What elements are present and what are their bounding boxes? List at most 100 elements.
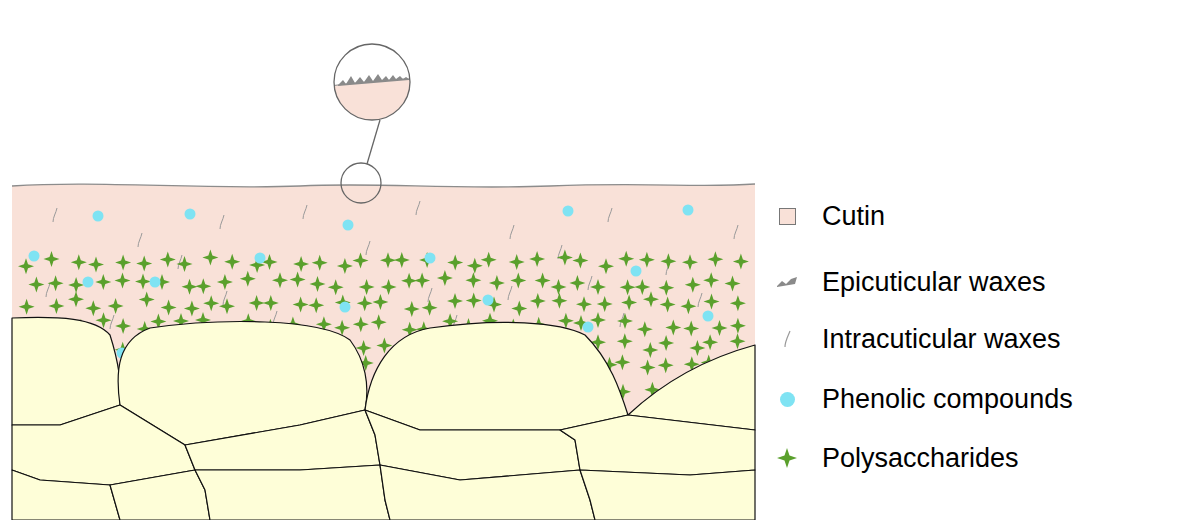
polysaccharide-star	[639, 252, 655, 268]
polysaccharide-star	[372, 294, 388, 310]
polysaccharide-star	[380, 252, 396, 268]
polysaccharide-star	[293, 297, 309, 313]
polysaccharide-star	[371, 314, 387, 330]
polysaccharide-star	[115, 273, 131, 289]
magnifier-leader	[367, 120, 380, 164]
polysaccharide-star	[135, 274, 151, 290]
polysaccharide-star	[28, 276, 44, 292]
polysaccharide-star	[240, 271, 256, 287]
polysaccharide-symbol	[777, 448, 797, 468]
polysaccharide-star	[637, 321, 653, 337]
phenolic-dot	[425, 253, 436, 264]
color-dot	[780, 392, 795, 407]
polysaccharide-star	[702, 334, 718, 350]
polysaccharide-star	[19, 299, 35, 315]
polysaccharide-star	[509, 254, 525, 270]
phenolic-dot	[29, 251, 40, 262]
phenolic-dot	[93, 211, 104, 222]
phenolic-compounds	[29, 205, 714, 359]
intracuticular-waxes	[46, 201, 738, 329]
polysaccharide-star	[683, 321, 699, 337]
intracuticular-wax	[220, 215, 224, 229]
polysaccharide-star	[680, 298, 696, 314]
cell	[185, 410, 380, 470]
polysaccharide-star	[161, 300, 177, 316]
polysaccharide-star	[219, 298, 235, 314]
polysaccharide-star	[337, 258, 353, 274]
intracuticular-wax	[110, 315, 114, 329]
polysaccharide-star	[530, 293, 546, 309]
polysaccharide-star	[621, 295, 637, 311]
phenolic-dot	[583, 322, 594, 333]
polysaccharide-star	[447, 293, 463, 309]
polysaccharide-star	[44, 251, 60, 267]
polysaccharide-star	[643, 291, 659, 307]
epicuticular-wax-crystals	[338, 74, 409, 86]
intracuticular-wax	[698, 293, 702, 307]
polysaccharide-star	[465, 272, 481, 288]
polysaccharide-star	[551, 293, 567, 309]
polysaccharide-star	[224, 254, 240, 270]
polysaccharide-star	[184, 301, 200, 317]
polysaccharide-star	[597, 296, 613, 312]
polysaccharide-star	[634, 279, 650, 295]
polysaccharide-star	[203, 295, 219, 311]
legend-label: Epicuticular waxes	[822, 266, 1046, 298]
polysaccharide-star	[353, 252, 369, 268]
polysaccharide-star	[68, 291, 84, 307]
polysaccharide-star	[357, 295, 373, 311]
polysaccharide-star	[115, 318, 131, 334]
legend-sample	[770, 267, 804, 297]
legend-item: Intracuticular waxes	[770, 323, 1061, 355]
intracuticular-wax	[508, 286, 512, 300]
polysaccharide-star	[665, 320, 681, 336]
polysaccharide-star	[359, 279, 375, 295]
intracuticular-wax	[138, 233, 142, 247]
cell	[110, 470, 210, 520]
polysaccharide-star	[401, 273, 417, 289]
phenolic-dot	[150, 277, 161, 288]
phenolic-dot	[631, 266, 642, 277]
phenolic-dot	[563, 206, 574, 217]
legend-sample	[770, 324, 804, 354]
polysaccharide-star	[48, 298, 64, 314]
polysaccharide-star	[730, 333, 746, 349]
polysaccharide-star	[293, 256, 309, 272]
polysaccharide-star	[557, 250, 573, 266]
polysaccharide-star	[419, 252, 435, 268]
polysaccharide-star	[703, 272, 719, 288]
polysaccharide-star	[85, 300, 101, 316]
polysaccharide-star	[447, 255, 463, 271]
color-swatch	[779, 208, 796, 225]
polysaccharide-star	[614, 354, 630, 370]
epidermal-cells	[12, 317, 755, 520]
polysaccharide-star	[177, 256, 193, 272]
polysaccharide-star	[658, 280, 674, 296]
polysaccharide-star	[71, 254, 87, 270]
polysaccharide-star	[139, 291, 155, 307]
polysaccharide-star	[263, 295, 279, 311]
polysaccharide-star	[529, 251, 545, 267]
polysaccharide-star	[660, 296, 676, 312]
intracuticular-wax	[178, 255, 182, 269]
cell	[560, 415, 755, 475]
intracuticular-wax	[366, 241, 370, 255]
intracuticular-wax	[416, 201, 420, 215]
cell	[12, 405, 195, 485]
intracuticular-wax	[303, 205, 307, 219]
polysaccharide-star	[48, 275, 64, 291]
intracuticular-wax	[53, 208, 57, 222]
phenolic-dot	[343, 220, 354, 231]
polysaccharide-star	[598, 258, 614, 274]
legend-symbol	[770, 324, 804, 354]
polysaccharide-star	[481, 252, 497, 268]
polysaccharide-star	[569, 275, 585, 291]
polysaccharide-star	[182, 279, 198, 295]
polysaccharide-star	[572, 252, 588, 268]
legend-item: Polysaccharides	[770, 442, 1019, 474]
polysaccharide-star	[249, 295, 265, 311]
legend-label: Polysaccharides	[822, 442, 1019, 474]
cell	[195, 465, 390, 520]
polysaccharide-star	[704, 293, 720, 309]
